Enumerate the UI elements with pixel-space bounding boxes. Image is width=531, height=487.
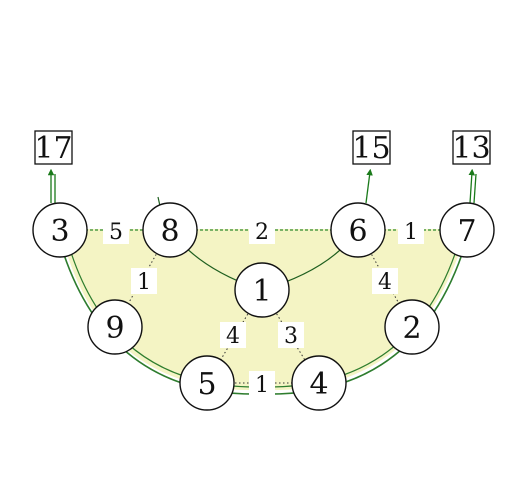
svg-text:1: 1: [404, 220, 418, 245]
svg-text:7: 7: [457, 214, 476, 249]
svg-text:1: 1: [137, 270, 151, 295]
svg-text:4: 4: [378, 270, 392, 295]
edge-label-1-4: 3: [278, 322, 304, 349]
node-9: 9: [87, 299, 143, 355]
svg-text:4: 4: [226, 324, 240, 349]
arrow-7-to-13: [468, 168, 476, 204]
node-2: 2: [384, 299, 440, 355]
svg-text:2: 2: [402, 311, 421, 346]
edge-label-3-8: 5: [103, 218, 129, 245]
node-7: 7: [439, 202, 495, 258]
svg-text:9: 9: [105, 311, 124, 346]
box-15: 15: [352, 130, 391, 166]
arrow-7-to-13-second: [473, 173, 477, 204]
node-4: 4: [291, 355, 347, 411]
arrow-6-to-15: [365, 168, 373, 204]
svg-text:3: 3: [284, 324, 298, 349]
box-13: 13: [452, 130, 491, 166]
svg-text:4: 4: [309, 367, 328, 402]
node-6: 6: [330, 202, 386, 258]
svg-text:2: 2: [255, 220, 269, 245]
svg-text:13: 13: [452, 131, 490, 166]
svg-text:5: 5: [109, 220, 123, 245]
edge-label-6-7: 1: [398, 218, 424, 245]
node-3: 3: [32, 202, 88, 258]
edge-label-8-9: 1: [131, 268, 157, 295]
svg-text:5: 5: [197, 367, 216, 402]
svg-text:8: 8: [160, 214, 179, 249]
edge-label-1-5: 4: [220, 322, 246, 349]
svg-text:1: 1: [255, 373, 269, 398]
svg-text:1: 1: [252, 274, 271, 309]
svg-text:15: 15: [352, 131, 390, 166]
box-17: 17: [34, 130, 73, 166]
svg-text:17: 17: [34, 131, 72, 166]
node-1: 1: [234, 262, 290, 318]
edge-label-5-4: 1: [249, 371, 275, 398]
edge-label-8-6: 2: [249, 218, 275, 245]
node-5: 5: [179, 355, 235, 411]
svg-text:3: 3: [50, 214, 69, 249]
node-8: 8: [142, 202, 198, 258]
svg-text:6: 6: [348, 214, 367, 249]
edge-label-6-2: 4: [372, 268, 398, 295]
